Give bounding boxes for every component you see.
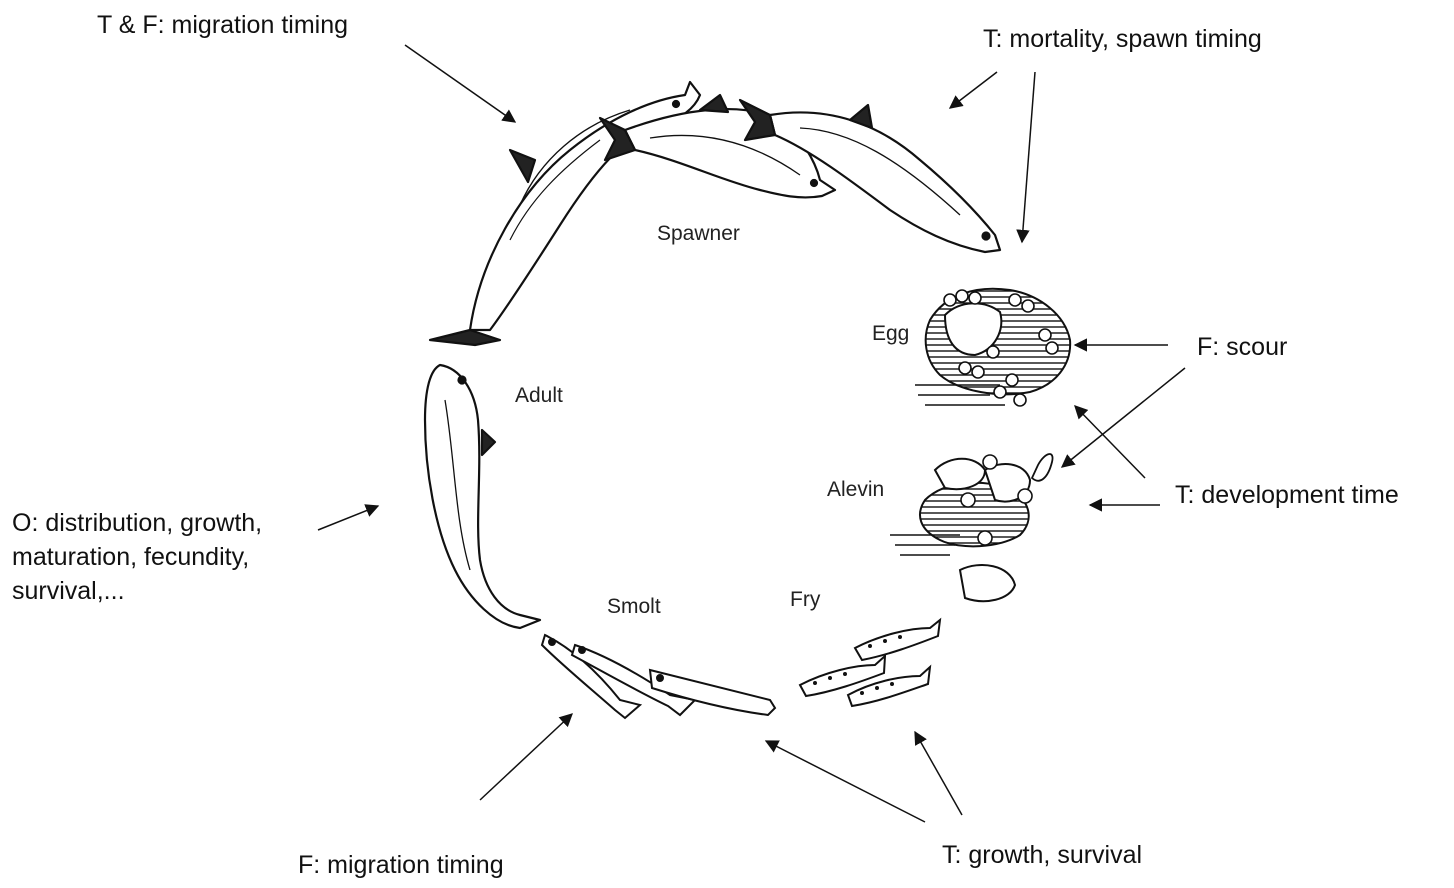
stage-label-spawner: Spawner bbox=[657, 222, 740, 246]
egg-nest-illustration bbox=[915, 289, 1070, 406]
annotation-ocean-line2: maturation, fecundity, bbox=[12, 542, 249, 572]
annotation-mortality-spawn: T: mortality, spawn timing bbox=[983, 24, 1262, 54]
fry-fish-group bbox=[800, 620, 940, 706]
arrow-growth-smolt bbox=[766, 741, 925, 822]
annotation-ocean-line1: O: distribution, growth, bbox=[12, 508, 262, 538]
arrow-ocean bbox=[318, 506, 378, 530]
annotation-growth-survival: T: growth, survival bbox=[942, 840, 1142, 870]
annotation-migration-top: T & F: migration timing bbox=[97, 10, 348, 40]
stage-label-alevin: Alevin bbox=[827, 478, 884, 502]
annotation-ocean-line3: survival,... bbox=[12, 576, 125, 606]
annotation-development: T: development time bbox=[1175, 480, 1399, 510]
annotation-scour: F: scour bbox=[1197, 332, 1287, 362]
smolt-fish-group bbox=[542, 635, 775, 718]
stage-label-adult: Adult bbox=[515, 384, 563, 408]
arrow-migration-top bbox=[405, 45, 515, 122]
arrow-development-egg bbox=[1075, 406, 1145, 478]
stage-label-smolt: Smolt bbox=[607, 595, 661, 619]
arrow-growth-fry bbox=[915, 732, 962, 815]
arrow-spawn-timing-b bbox=[1022, 72, 1035, 242]
alevin-illustration bbox=[890, 454, 1053, 601]
arrow-spawn-timing-a bbox=[950, 72, 997, 108]
stage-label-egg: Egg bbox=[872, 322, 909, 346]
annotation-migration-bottom: F: migration timing bbox=[298, 850, 504, 880]
arrow-scour-alevin bbox=[1062, 368, 1185, 467]
stage-label-fry: Fry bbox=[790, 588, 820, 612]
arrow-migration-bottom bbox=[480, 714, 572, 800]
